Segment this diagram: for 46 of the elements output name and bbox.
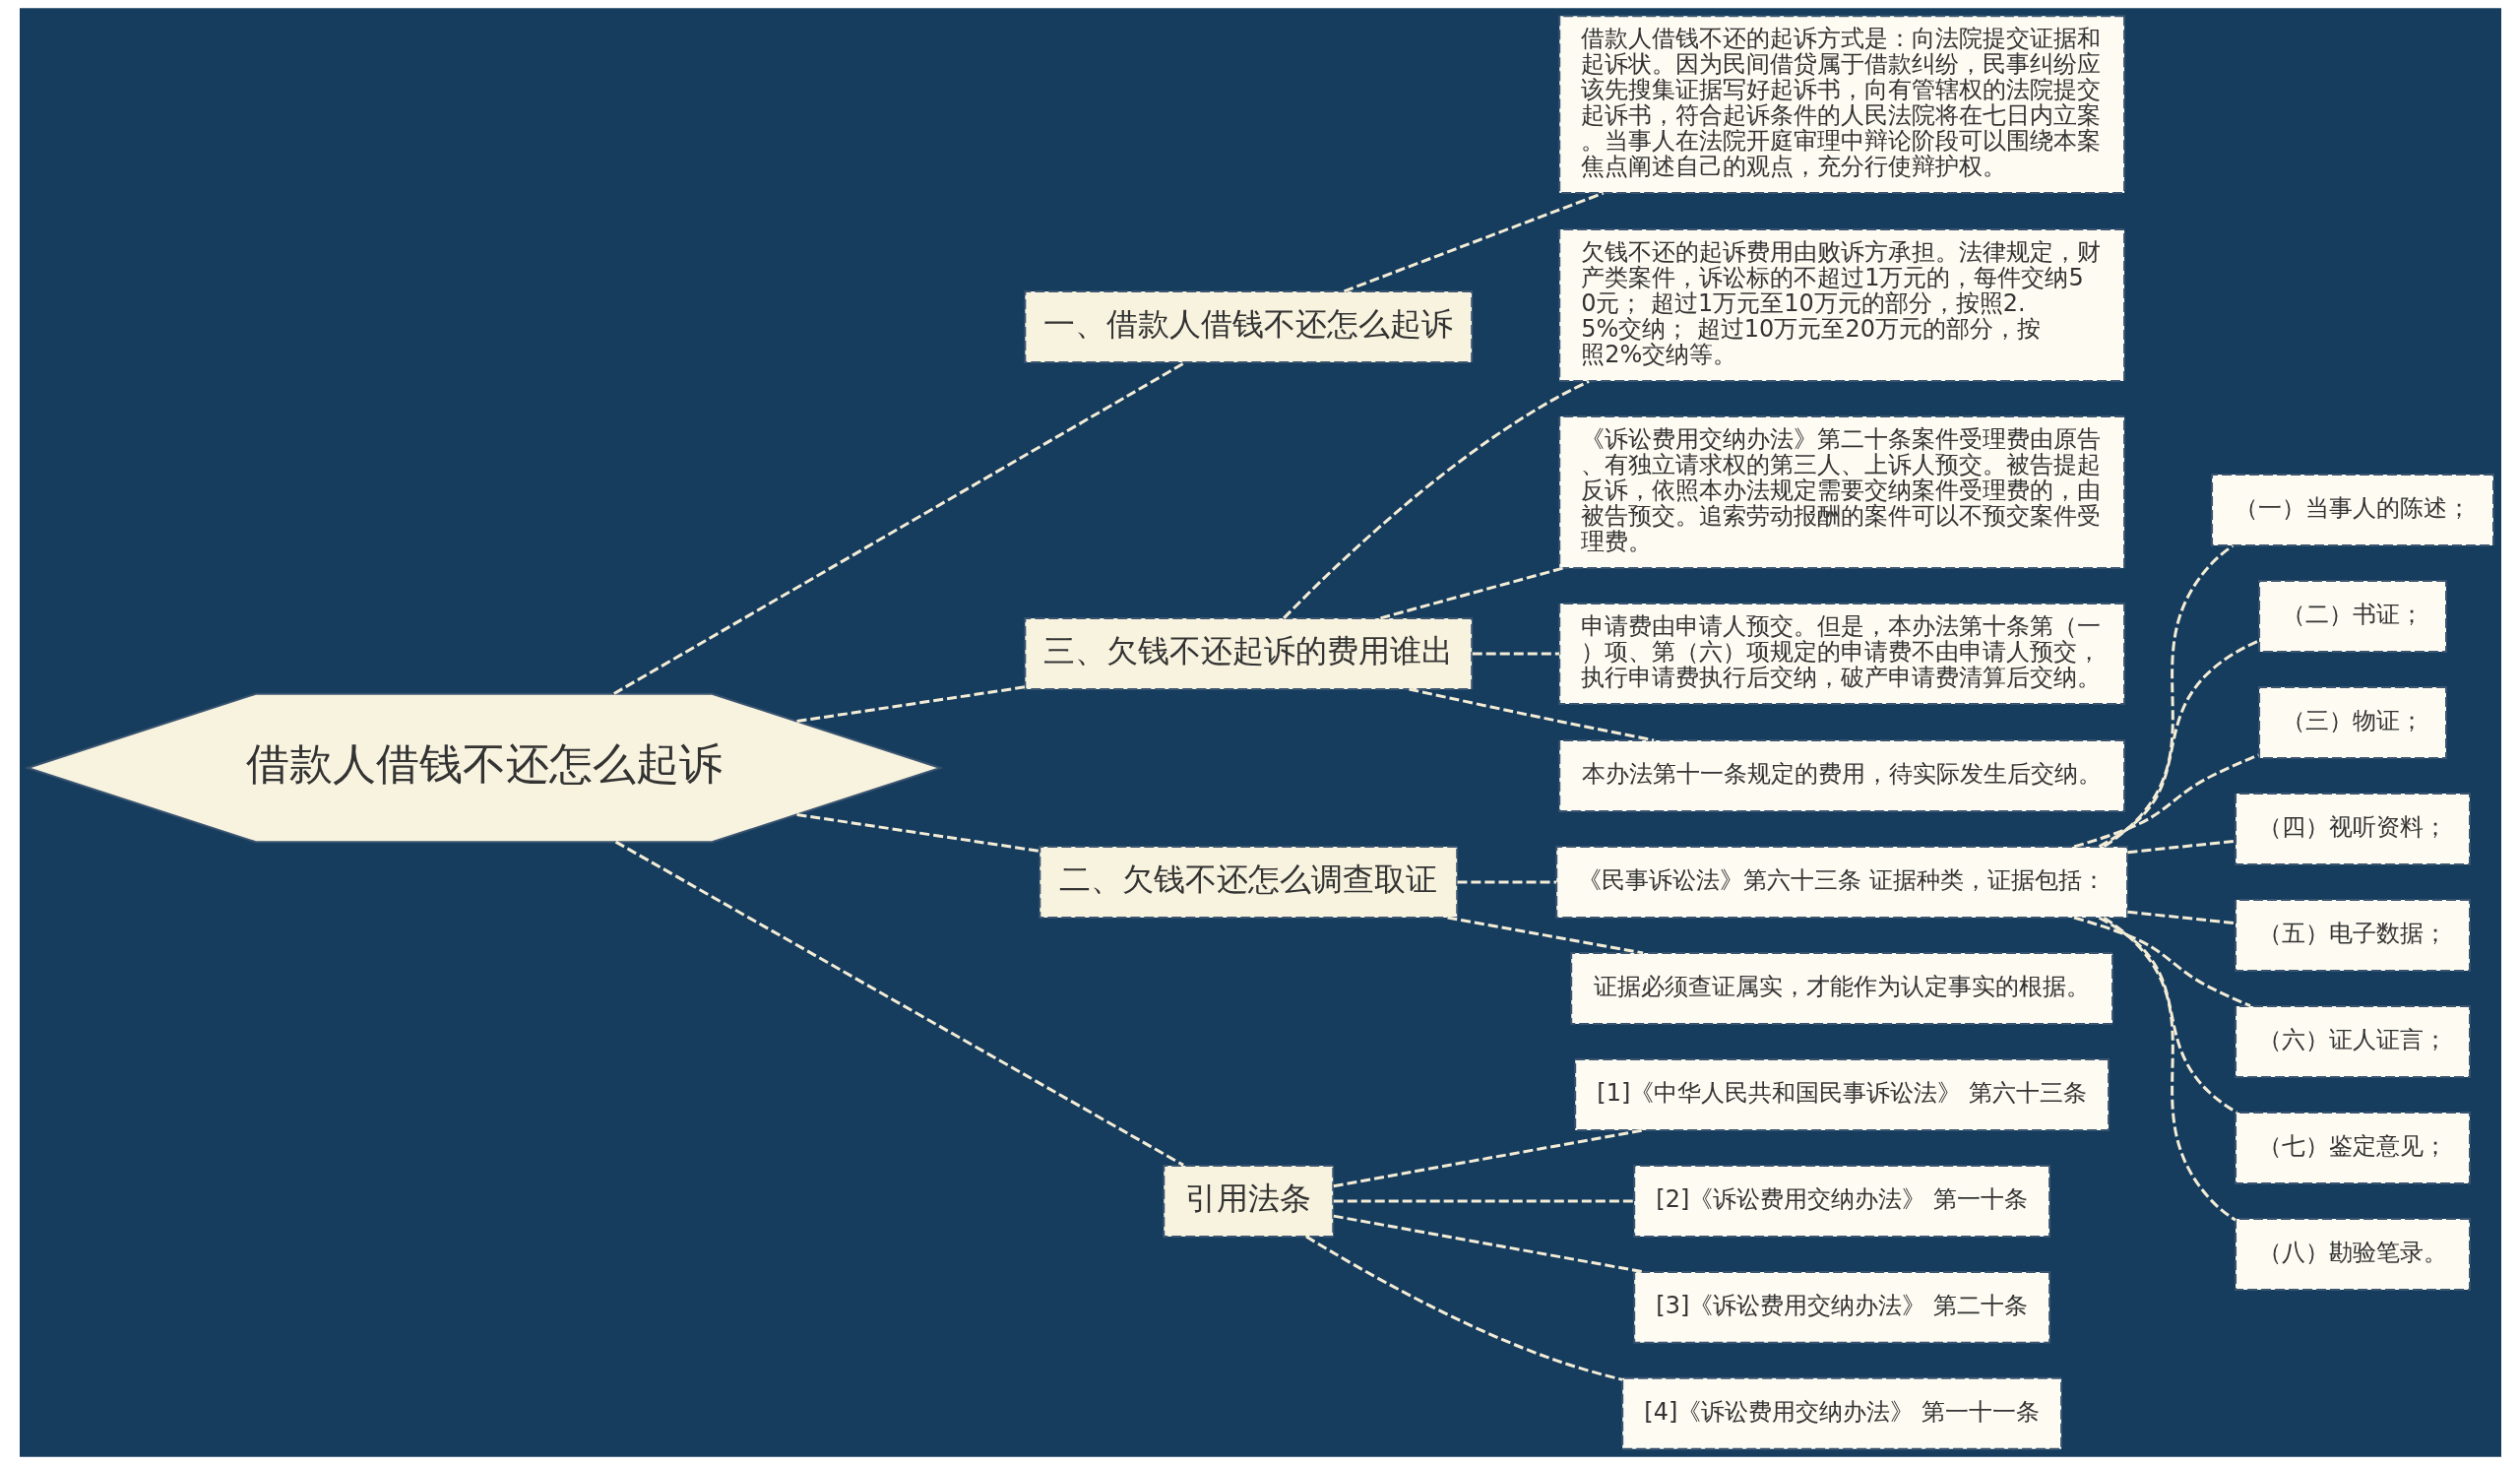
- connector: [2098, 916, 2237, 1115]
- connector: [1333, 1199, 1634, 1203]
- connector: [795, 685, 1025, 724]
- connector: [795, 812, 1040, 853]
- connector: [612, 361, 1186, 695]
- node-box: 证据必须查证属实，才能作为认定事实的根据。: [1569, 951, 2113, 1025]
- node-box: 欠钱不还的起诉费用由败诉方承担。法律规定，财产类案件，诉讼标的不超过1万元的，每件交纳50元； 超过1万元至10万元的部分，按照2.5%交纳； 超过10万元至20万元的部分，按照2%交纳等。: [1557, 228, 2125, 383]
- node-box: [2]《诉讼费用交纳办法》 第一十条: [1632, 1164, 2050, 1238]
- connector: [2103, 916, 2236, 1222]
- node-box: [4]《诉讼费用交纳办法》 第一十一条: [1620, 1376, 2062, 1450]
- connector: [1446, 916, 1643, 955]
- node-box: 三、欠钱不还起诉的费用谁出: [1023, 617, 1473, 690]
- node-box: 《诉讼费用交纳办法》第二十条案件受理费由原告、有独立请求权的第三人、上诉人预交。被告提起反诉，依照本办法规定需要交纳案件受理费的，由被告预交。追索劳动报酬的案件可以不预交案件受理费。: [1557, 415, 2125, 570]
- connector: [1282, 380, 1590, 619]
- node-box: （二）书证；: [2257, 580, 2447, 653]
- node-box: （六）证人证言；: [2234, 1004, 2471, 1078]
- connector: [2103, 544, 2234, 848]
- node-box: 借款人借钱不还的起诉方式是：向法院提交证据和起诉状。因为民间借贷属于借款纠纷，民事纠纷应该先搜集证据写好起诉书，向有管辖权的法院提交起诉书，符合起诉条件的人民法院将在七日内立案。当事人在法院开庭审理中辩论阶段可以围绕本案焦点阐述自己的观点，充分行使辩护权。: [1557, 15, 2125, 195]
- node-box: 《民事诉讼法》第六十三条 证据种类，证据包括：: [1554, 846, 2128, 919]
- connector: [1472, 652, 1559, 656]
- connector: [1304, 1235, 1622, 1381]
- connector: [1333, 1128, 1644, 1188]
- node-box: [1]《中华人民共和国民事诉讼法》 第六十三条: [1573, 1057, 2110, 1131]
- connector: [2126, 839, 2236, 855]
- connector: [2098, 639, 2259, 849]
- node-box: 一、借款人借钱不还怎么起诉: [1023, 290, 1473, 364]
- node-box: 引用法条: [1162, 1164, 1334, 1238]
- connector: [1333, 1214, 1644, 1274]
- node-box: （一）当事人的陈述；: [2210, 474, 2494, 547]
- node-box: （三）物证；: [2257, 686, 2447, 759]
- connector: [1408, 687, 1654, 742]
- node-box: 二、欠钱不还怎么调查取证: [1038, 846, 1458, 919]
- connector: [1457, 880, 1556, 884]
- node-box: （七）鉴定意见；: [2234, 1111, 2471, 1184]
- connector: [2126, 910, 2236, 925]
- node-box: （五）电子数据；: [2234, 898, 2471, 972]
- node-box: （八）勘验笔录。: [2234, 1217, 2471, 1291]
- node-box: （四）视听资料；: [2234, 793, 2471, 865]
- node-box: 申请费由申请人预交。但是，本办法第十条第（一）项、第（六）项规定的申请费不由申请人预交，执行申请费执行后交纳，破产申请费清算后交纳。: [1557, 603, 2125, 705]
- connector: [2073, 753, 2259, 849]
- node-box: [3]《诉讼费用交纳办法》 第二十条: [1632, 1270, 2050, 1344]
- connector: [2073, 916, 2251, 1008]
- connector: [1343, 191, 1604, 293]
- node-box: 本办法第十一条规定的费用，待实际发生后交纳。: [1557, 739, 2125, 812]
- connector: [614, 840, 1184, 1167]
- connector: [1379, 566, 1563, 620]
